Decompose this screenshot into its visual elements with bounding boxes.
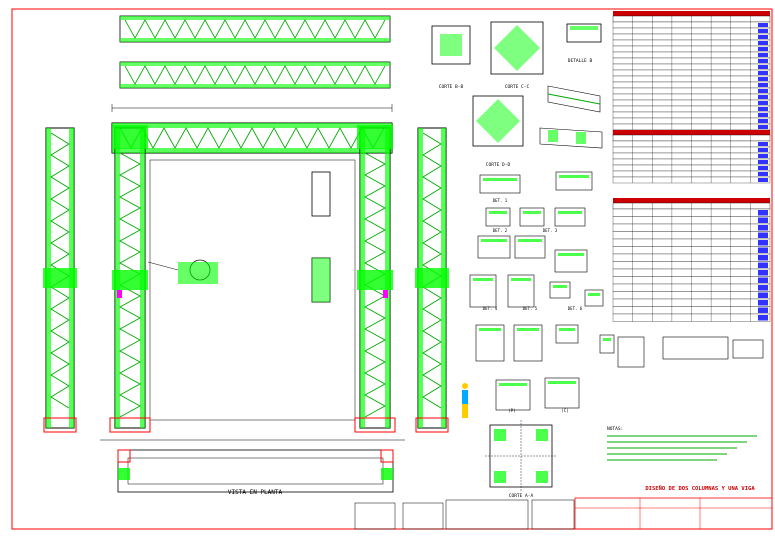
schedule-tables <box>612 11 771 322</box>
plan-view: VISTA EN PLANTA <box>117 449 394 496</box>
top-beam-view-2 <box>119 61 391 89</box>
section-a-detail: CORTE A-A <box>485 420 557 499</box>
member-detail-3d-1 <box>547 85 601 113</box>
section-b-label: CORTE B-B <box>439 84 464 90</box>
detail-8-label: (C) <box>561 408 568 413</box>
side-column-left <box>43 127 77 433</box>
detail-b-label: DETALLE B <box>568 58 593 64</box>
plan-view-label: VISTA EN PLANTA <box>228 489 283 496</box>
detail-labels: DET. 1 DET. 2 DET. 3 DET. 4 DET. 5 DET. … <box>483 198 583 413</box>
detail-connection <box>147 259 218 284</box>
detail-b: DETALLE B <box>566 23 602 64</box>
notes-heading: NOTAS: <box>607 426 623 432</box>
schedule-table-1 <box>612 11 771 137</box>
top-beam-view-1 <box>119 15 391 43</box>
legend-boxes <box>617 336 764 368</box>
detail-6-label: DET. 6 <box>568 306 583 311</box>
detail-1-label: DET. 1 <box>493 198 508 203</box>
detail-3-label: DET. 3 <box>543 228 558 233</box>
human-scale-figure <box>462 383 468 418</box>
section-c-detail: CORTE C-C <box>490 21 544 90</box>
schedule-table-3 <box>612 198 771 322</box>
detail-4-label: DET. 4 <box>483 306 498 311</box>
sheet-title: DISEÑO DE DOS COLUMNAS Y UNA VIGA <box>645 485 755 492</box>
detail-5-label: DET. 5 <box>523 306 538 311</box>
detail-7-label: (P) <box>508 408 515 413</box>
small-details-grid <box>469 171 615 411</box>
section-d-detail: CORTE D-D <box>472 95 524 168</box>
side-column-right <box>415 127 449 433</box>
notes-area: NOTAS: <box>607 426 757 461</box>
bottom-tables <box>354 499 575 530</box>
section-a-label: CORTE A-A <box>509 493 534 499</box>
section-d-label: CORTE D-D <box>486 162 511 168</box>
member-detail-3d-2 <box>539 127 603 149</box>
portal-frame <box>100 104 405 441</box>
detail-slender-member <box>311 171 331 303</box>
section-c-label: CORTE C-C <box>505 84 530 90</box>
title-block-frame <box>574 497 773 530</box>
schedule-table-2 <box>612 130 771 184</box>
detail-2-label: DET. 2 <box>493 228 508 233</box>
section-b-detail: CORTE B-B <box>431 25 471 90</box>
